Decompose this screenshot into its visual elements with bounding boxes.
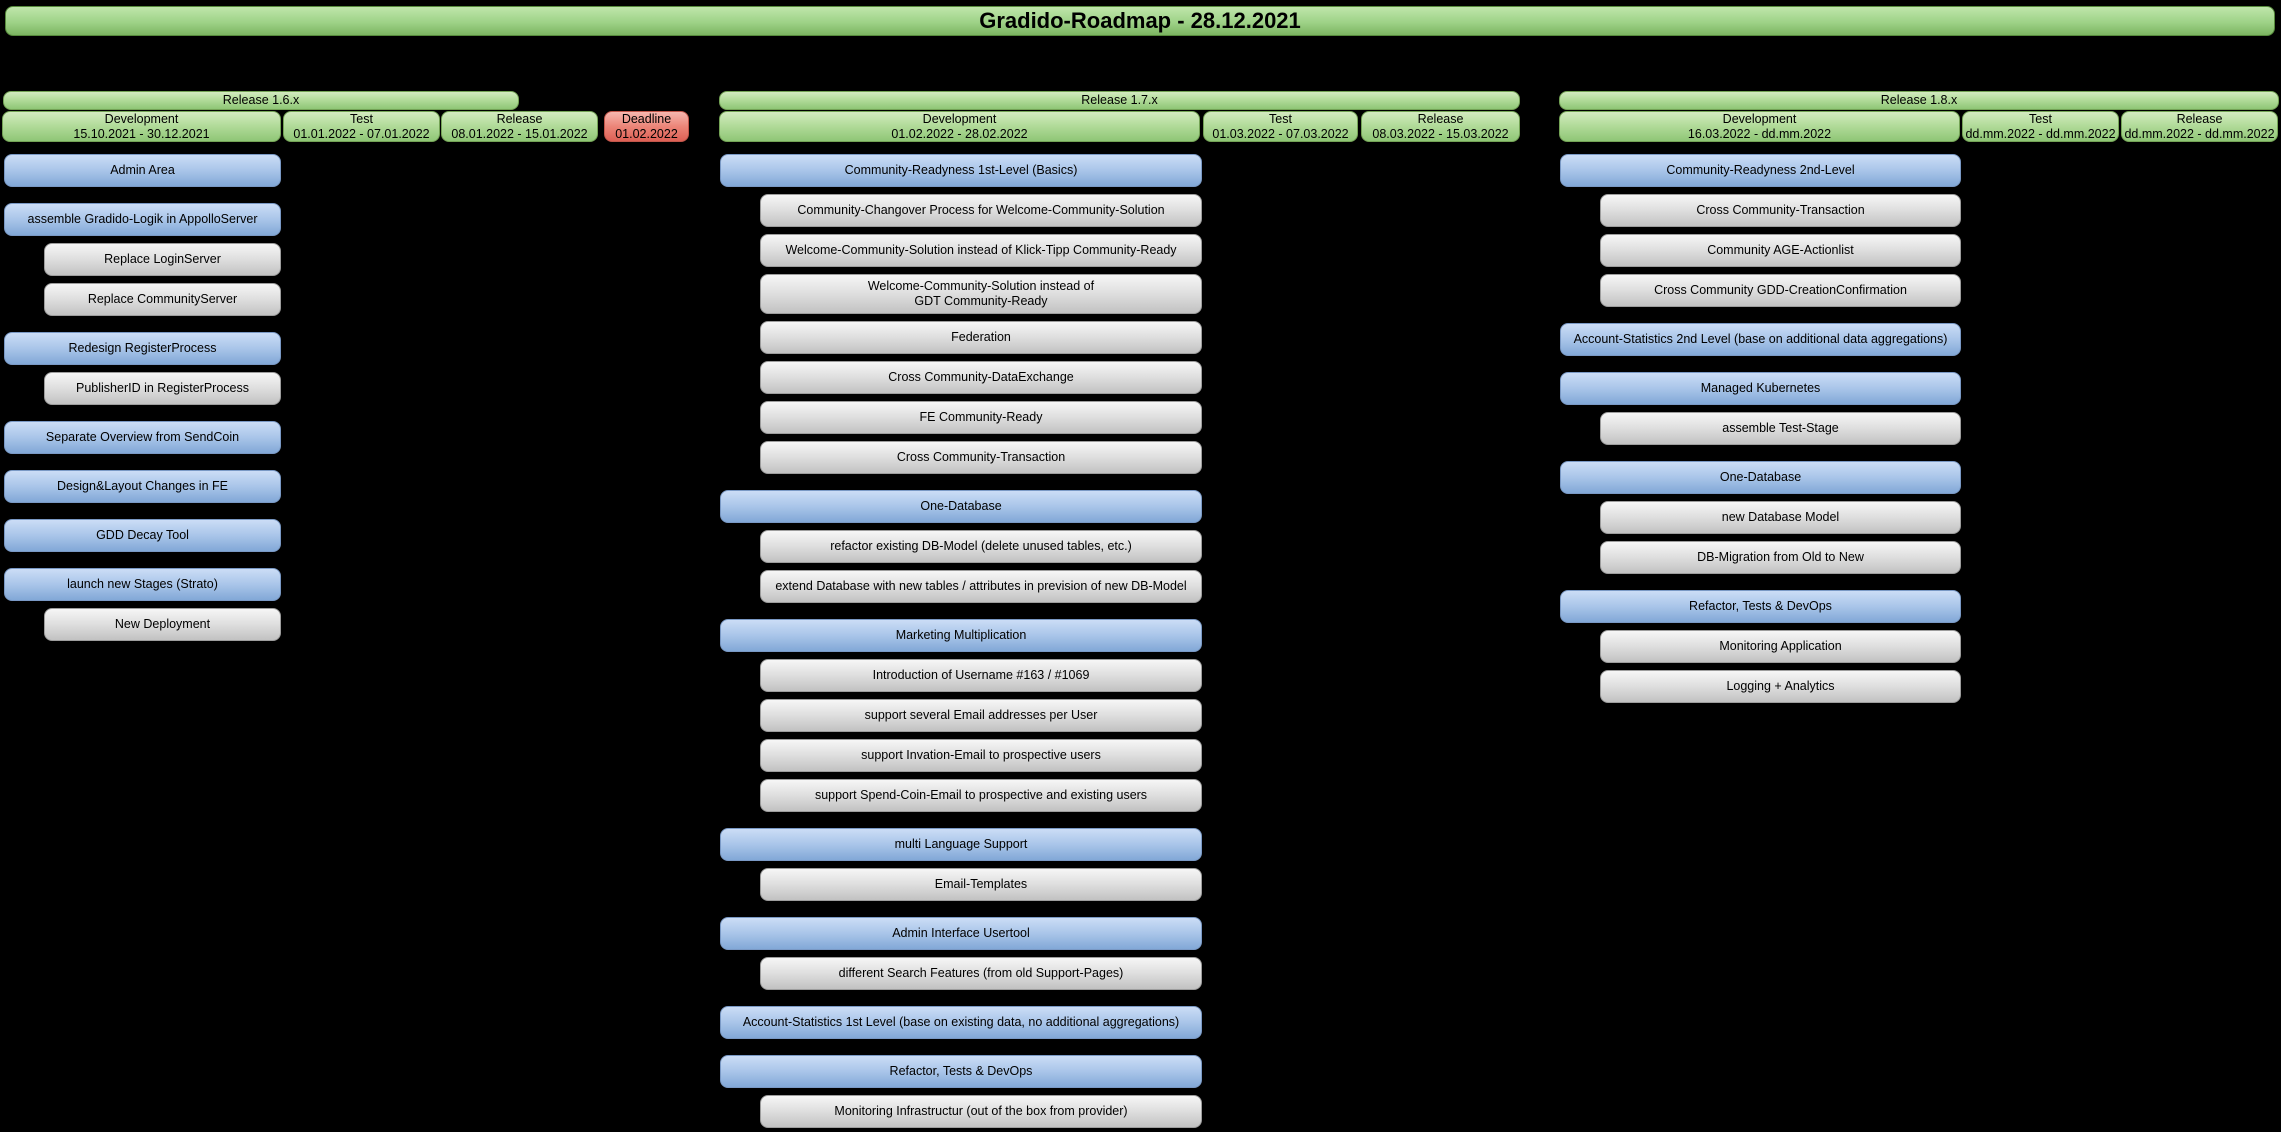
task-box-subtask: refactor existing DB-Model (delete unuse… <box>760 530 1202 563</box>
task-box-subtask: Cross Community-DataExchange <box>760 361 1202 394</box>
phase-label: Test <box>2029 111 2052 126</box>
task-box-feature: Community-Readyness 1st-Level (Basics) <box>720 154 1202 187</box>
phase-label: Test <box>350 111 373 126</box>
phase-label: Development <box>922 111 997 126</box>
task-box-subtask: FE Community-Ready <box>760 401 1202 434</box>
task-box-subtask: Replace CommunityServer <box>44 283 281 316</box>
phase-dates: 08.03.2022 - 15.03.2022 <box>1372 126 1509 141</box>
phase-dates: 01.02.2022 - 28.02.2022 <box>891 126 1028 141</box>
task-box-subtask: assemble Test-Stage <box>1600 412 1961 445</box>
task-box-subtask: support Invation-Email to prospective us… <box>760 739 1202 772</box>
phase-dates: 15.10.2021 - 30.12.2021 <box>73 126 210 141</box>
phase-dates: dd.mm.2022 - dd.mm.2022 <box>2124 126 2275 141</box>
task-box-subtask: PublisherID in RegisterProcess <box>44 372 281 405</box>
task-box-subtask: Replace LoginServer <box>44 243 281 276</box>
phase-label: Development <box>104 111 179 126</box>
task-box-subtask: Welcome-Community-Solution instead of Kl… <box>760 234 1202 267</box>
task-box-subtask: Federation <box>760 321 1202 354</box>
task-box-subtask: Monitoring Infrastructur (out of the box… <box>760 1095 1202 1128</box>
phase-dates: 16.03.2022 - dd.mm.2022 <box>1687 126 1832 141</box>
task-box-subtask: Community-Changover Process for Welcome-… <box>760 194 1202 227</box>
phase-dates: 01.02.2022 <box>615 126 678 141</box>
task-box-feature: Redesign RegisterProcess <box>4 332 281 365</box>
task-box-subtask: Cross Community GDD-CreationConfirmation <box>1600 274 1961 307</box>
task-box-subtask: extend Database with new tables / attrib… <box>760 570 1202 603</box>
task-box-feature: Admin Area <box>4 154 281 187</box>
task-box-feature: Refactor, Tests & DevOps <box>1560 590 1961 623</box>
phase-label: Development <box>1722 111 1797 126</box>
task-box-feature: One-Database <box>1560 461 1961 494</box>
task-box-feature: multi Language Support <box>720 828 1202 861</box>
task-box-subtask: Cross Community-Transaction <box>1600 194 1961 227</box>
task-box-subtask: support several Email addresses per User <box>760 699 1202 732</box>
task-box-feature: Design&Layout Changes in FE <box>4 470 281 503</box>
release-header-release-1-6-x: Release 1.6.x <box>3 91 519 110</box>
task-box-subtask: Welcome-Community-Solution instead of GD… <box>760 274 1202 314</box>
task-box-subtask: new Database Model <box>1600 501 1961 534</box>
task-box-feature: Admin Interface Usertool <box>720 917 1202 950</box>
phase-label: Release <box>496 111 543 126</box>
task-box-subtask: Community AGE-Actionlist <box>1600 234 1961 267</box>
task-box-feature: Marketing Multiplication <box>720 619 1202 652</box>
task-box-feature: Community-Readyness 2nd-Level <box>1560 154 1961 187</box>
task-box-subtask: New Deployment <box>44 608 281 641</box>
task-box-feature: One-Database <box>720 490 1202 523</box>
page-title: Gradido-Roadmap - 28.12.2021 <box>5 6 2275 36</box>
phase-dates: dd.mm.2022 - dd.mm.2022 <box>1965 126 2116 141</box>
task-box-feature: assemble Gradido-Logik in AppolloServer <box>4 203 281 236</box>
release-header-release-1-8-x: Release 1.8.x <box>1559 91 2279 110</box>
task-box-feature: launch new Stages (Strato) <box>4 568 281 601</box>
task-box-subtask: Logging + Analytics <box>1600 670 1961 703</box>
phase-label: Test <box>1269 111 1292 126</box>
task-box-feature: Account-Statistics 2nd Level (base on ad… <box>1560 323 1961 356</box>
task-box-feature: GDD Decay Tool <box>4 519 281 552</box>
task-box-feature: Refactor, Tests & DevOps <box>720 1055 1202 1088</box>
phase-dates: 08.01.2022 - 15.01.2022 <box>451 126 588 141</box>
phase-label: Release <box>1417 111 1464 126</box>
task-box-subtask: Email-Templates <box>760 868 1202 901</box>
task-box-feature: Account-Statistics 1st Level (base on ex… <box>720 1006 1202 1039</box>
release-header-release-1-7-x: Release 1.7.x <box>719 91 1520 110</box>
task-box-subtask: DB-Migration from Old to New <box>1600 541 1961 574</box>
phase-dates: 01.01.2022 - 07.01.2022 <box>293 126 430 141</box>
phase-dates: 01.03.2022 - 07.03.2022 <box>1212 126 1349 141</box>
task-box-feature: Managed Kubernetes <box>1560 372 1961 405</box>
task-box-subtask: different Search Features (from old Supp… <box>760 957 1202 990</box>
phase-label: Release <box>2176 111 2223 126</box>
task-box-subtask: Cross Community-Transaction <box>760 441 1202 474</box>
task-box-subtask: Monitoring Application <box>1600 630 1961 663</box>
task-box-feature: Separate Overview from SendCoin <box>4 421 281 454</box>
task-box-subtask: Introduction of Username #163 / #1069 <box>760 659 1202 692</box>
task-box-subtask: support Spend-Coin-Email to prospective … <box>760 779 1202 812</box>
phase-label: Deadline <box>621 111 672 126</box>
